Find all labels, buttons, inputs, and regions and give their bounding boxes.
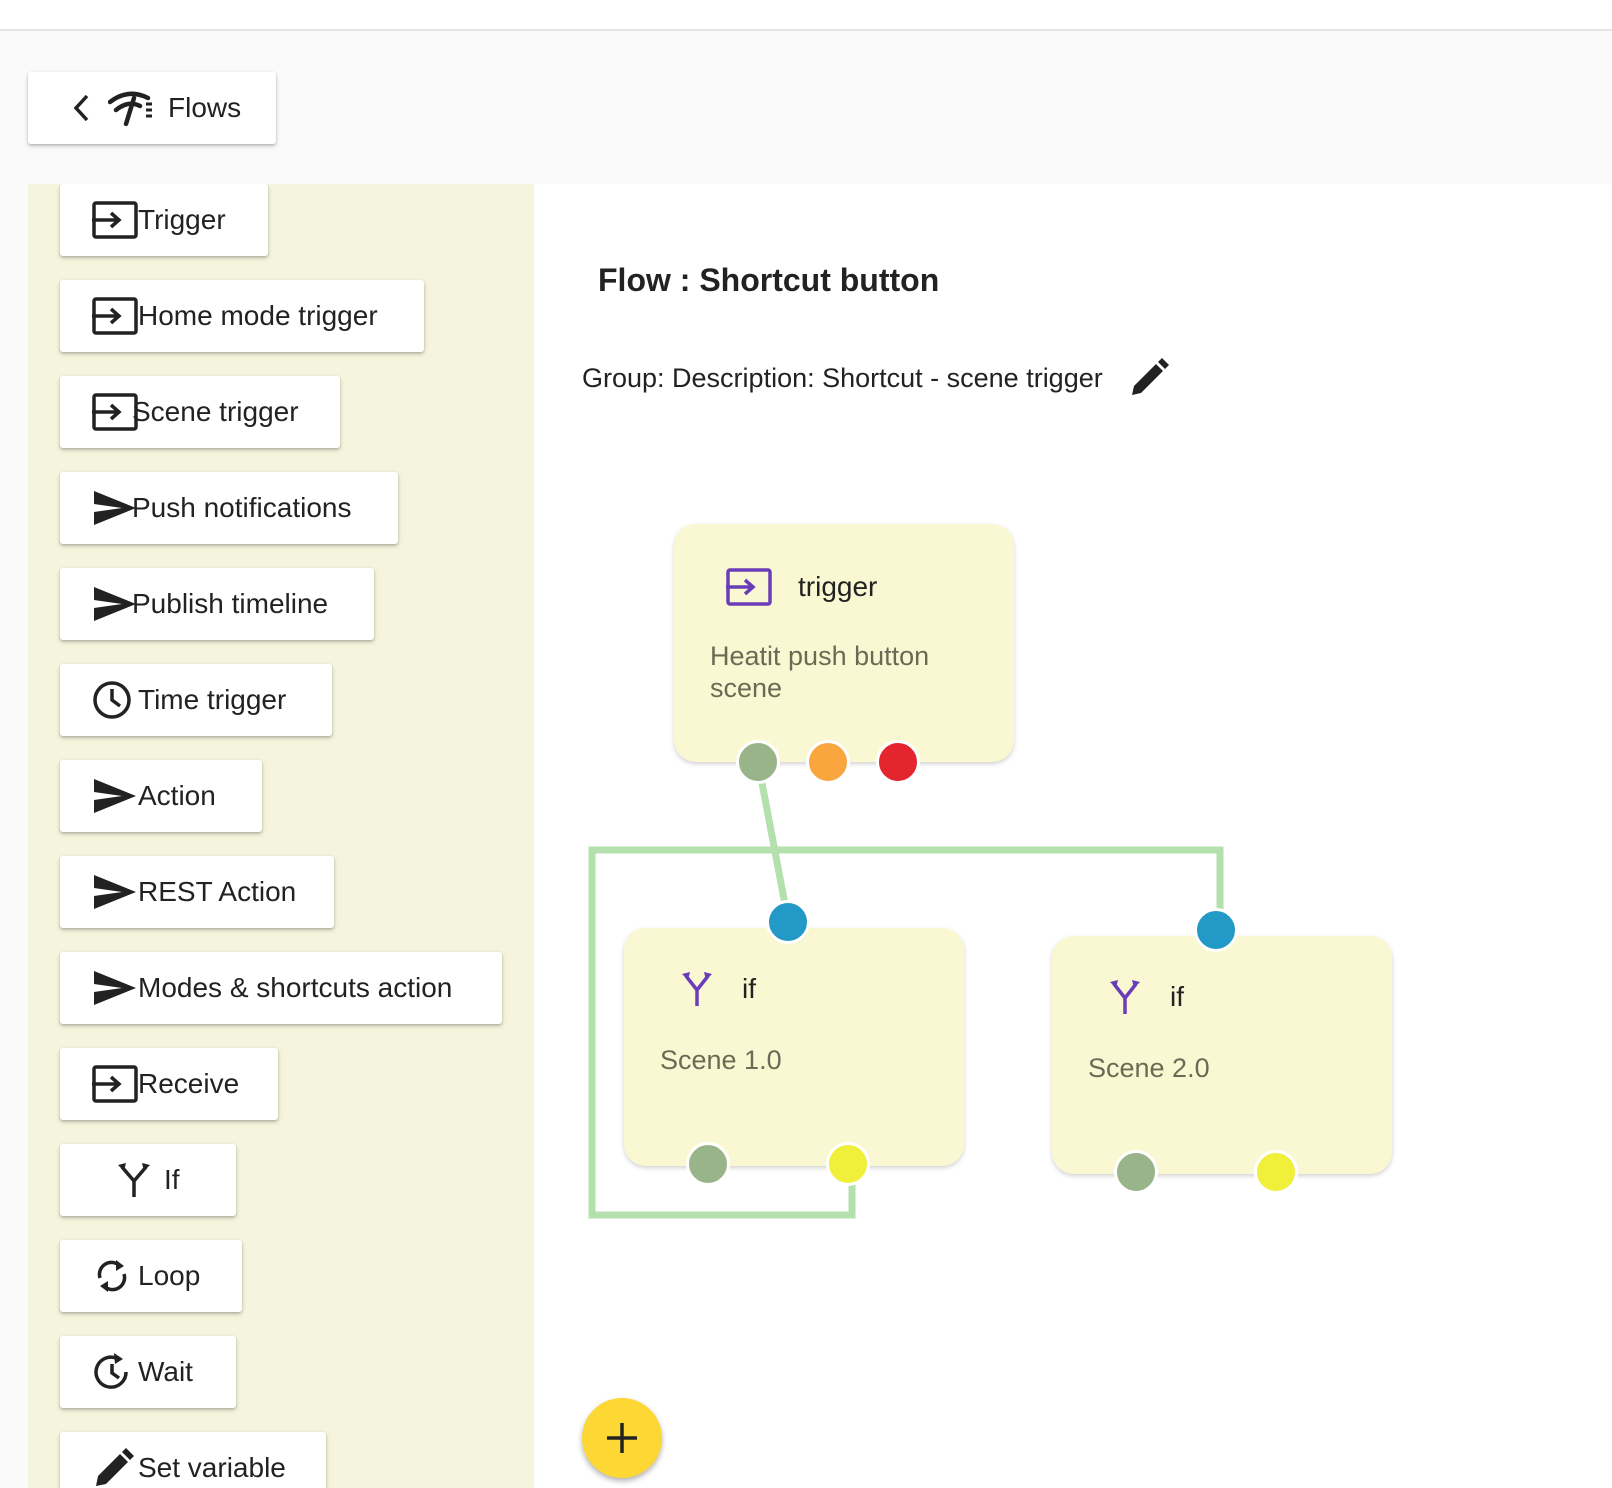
send-icon: [92, 872, 138, 912]
split-icon: [682, 972, 712, 1006]
palette-item-push-notifications[interactable]: Push notifications: [60, 472, 398, 544]
node-palette: Trigger Home mode trigger Scene trigger …: [28, 184, 534, 1488]
trigger-icon: [92, 200, 138, 240]
palette-item-loop[interactable]: Loop: [60, 1240, 242, 1312]
palette-item-label: Time trigger: [138, 684, 287, 715]
palette-item-label: Trigger: [138, 204, 226, 235]
trigger-node[interactable]: trigger Heatit push button scene: [674, 524, 1014, 762]
palette-item-label: Home mode trigger: [138, 300, 378, 331]
trigger-icon: [92, 392, 138, 432]
node-header: if: [680, 970, 756, 1008]
trigger-success-output-port[interactable]: [736, 740, 780, 784]
trigger-icon: [92, 296, 138, 336]
palette-item-trigger[interactable]: Trigger: [60, 184, 268, 256]
back-to-flows-button[interactable]: Flows: [28, 72, 276, 144]
palette-item-label: Receive: [138, 1068, 240, 1099]
palette-item-label: REST Action: [138, 876, 297, 907]
palette-item-label: Set variable: [138, 1452, 286, 1483]
plus-icon: [607, 1423, 637, 1453]
palette-item-label: Action: [138, 780, 216, 811]
send-icon: [92, 488, 138, 528]
if2-input-port[interactable]: [1194, 908, 1238, 952]
flow-title: Flow : Shortcut button: [598, 262, 940, 298]
palette-item-publish-timeline[interactable]: Publish timeline: [60, 568, 374, 640]
palette-item-receive[interactable]: Receive: [60, 1048, 278, 1120]
top-bar: [0, 0, 1612, 31]
palette-item-rest-action[interactable]: REST Action: [60, 856, 334, 928]
split-icon: [116, 1160, 164, 1200]
flows-logo-icon: [108, 91, 152, 126]
pencil-edit-icon[interactable]: [1129, 358, 1169, 398]
node-subtitle-line: scene: [710, 673, 783, 703]
back-button-label: Flows: [168, 92, 242, 123]
clock-icon: [92, 680, 138, 720]
if2-true-output-port[interactable]: [1114, 1150, 1158, 1194]
palette-item-home-mode-trigger[interactable]: Home mode trigger: [60, 280, 424, 352]
send-icon: [92, 776, 138, 816]
flow-description: Group: Description: Shortcut - scene tri…: [582, 362, 1103, 393]
palette-item-label: Wait: [138, 1356, 193, 1387]
if1-input-port[interactable]: [766, 900, 810, 944]
split-icon: [1110, 980, 1140, 1014]
palette-item-scene-trigger[interactable]: Scene trigger: [60, 376, 340, 448]
node-subtitle: Scene 2.0: [1088, 1053, 1210, 1083]
palette-item-label: Scene trigger: [132, 396, 299, 427]
node-type: if: [1170, 981, 1184, 1012]
if-node-scene-1[interactable]: if Scene 1.0: [624, 928, 964, 1166]
palette-item-label: If: [164, 1164, 180, 1195]
loop-icon: [92, 1256, 138, 1296]
flow-description-row: Group: Description: Shortcut - scene tri…: [582, 358, 1169, 398]
palette-item-wait[interactable]: Wait: [60, 1336, 236, 1408]
trigger-warning-output-port[interactable]: [806, 740, 850, 784]
send-icon: [92, 968, 138, 1008]
trigger-icon: [92, 1064, 138, 1104]
add-node-button[interactable]: [582, 1398, 662, 1478]
if2-false-output-port[interactable]: [1254, 1150, 1298, 1194]
palette-item-label: Loop: [138, 1260, 201, 1291]
if1-true-output-port[interactable]: [686, 1142, 730, 1186]
pencil-icon: [92, 1448, 138, 1488]
node-header: trigger: [726, 568, 877, 606]
send-icon: [92, 584, 138, 624]
chevron-left-icon: [73, 94, 89, 122]
palette-item-label: Push notifications: [132, 492, 352, 523]
trigger-icon: [726, 568, 772, 606]
palette-item-label: Publish timeline: [132, 588, 329, 619]
wait-icon: [92, 1352, 138, 1392]
if-node-scene-2[interactable]: if Scene 2.0: [1052, 936, 1392, 1174]
palette-item-label: Modes & shortcuts action: [138, 972, 453, 1003]
node-header: if: [1108, 978, 1184, 1016]
flow-canvas[interactable]: [534, 184, 1612, 1488]
palette-item-time-trigger[interactable]: Time trigger: [60, 664, 332, 736]
node-subtitle-line: Heatit push button: [710, 641, 930, 671]
trigger-error-output-port[interactable]: [876, 740, 920, 784]
node-type: trigger: [798, 571, 878, 602]
node-type: if: [742, 973, 756, 1004]
palette-item-modes-shortcuts-action[interactable]: Modes & shortcuts action: [60, 952, 502, 1024]
node-subtitle: Scene 1.0: [660, 1045, 782, 1075]
node-subtitle: Heatit push button scene: [710, 640, 929, 704]
palette-item-if[interactable]: If: [60, 1144, 236, 1216]
palette-item-set-variable[interactable]: Set variable: [60, 1432, 326, 1488]
if1-false-output-port[interactable]: [826, 1142, 870, 1186]
palette-item-action[interactable]: Action: [60, 760, 262, 832]
